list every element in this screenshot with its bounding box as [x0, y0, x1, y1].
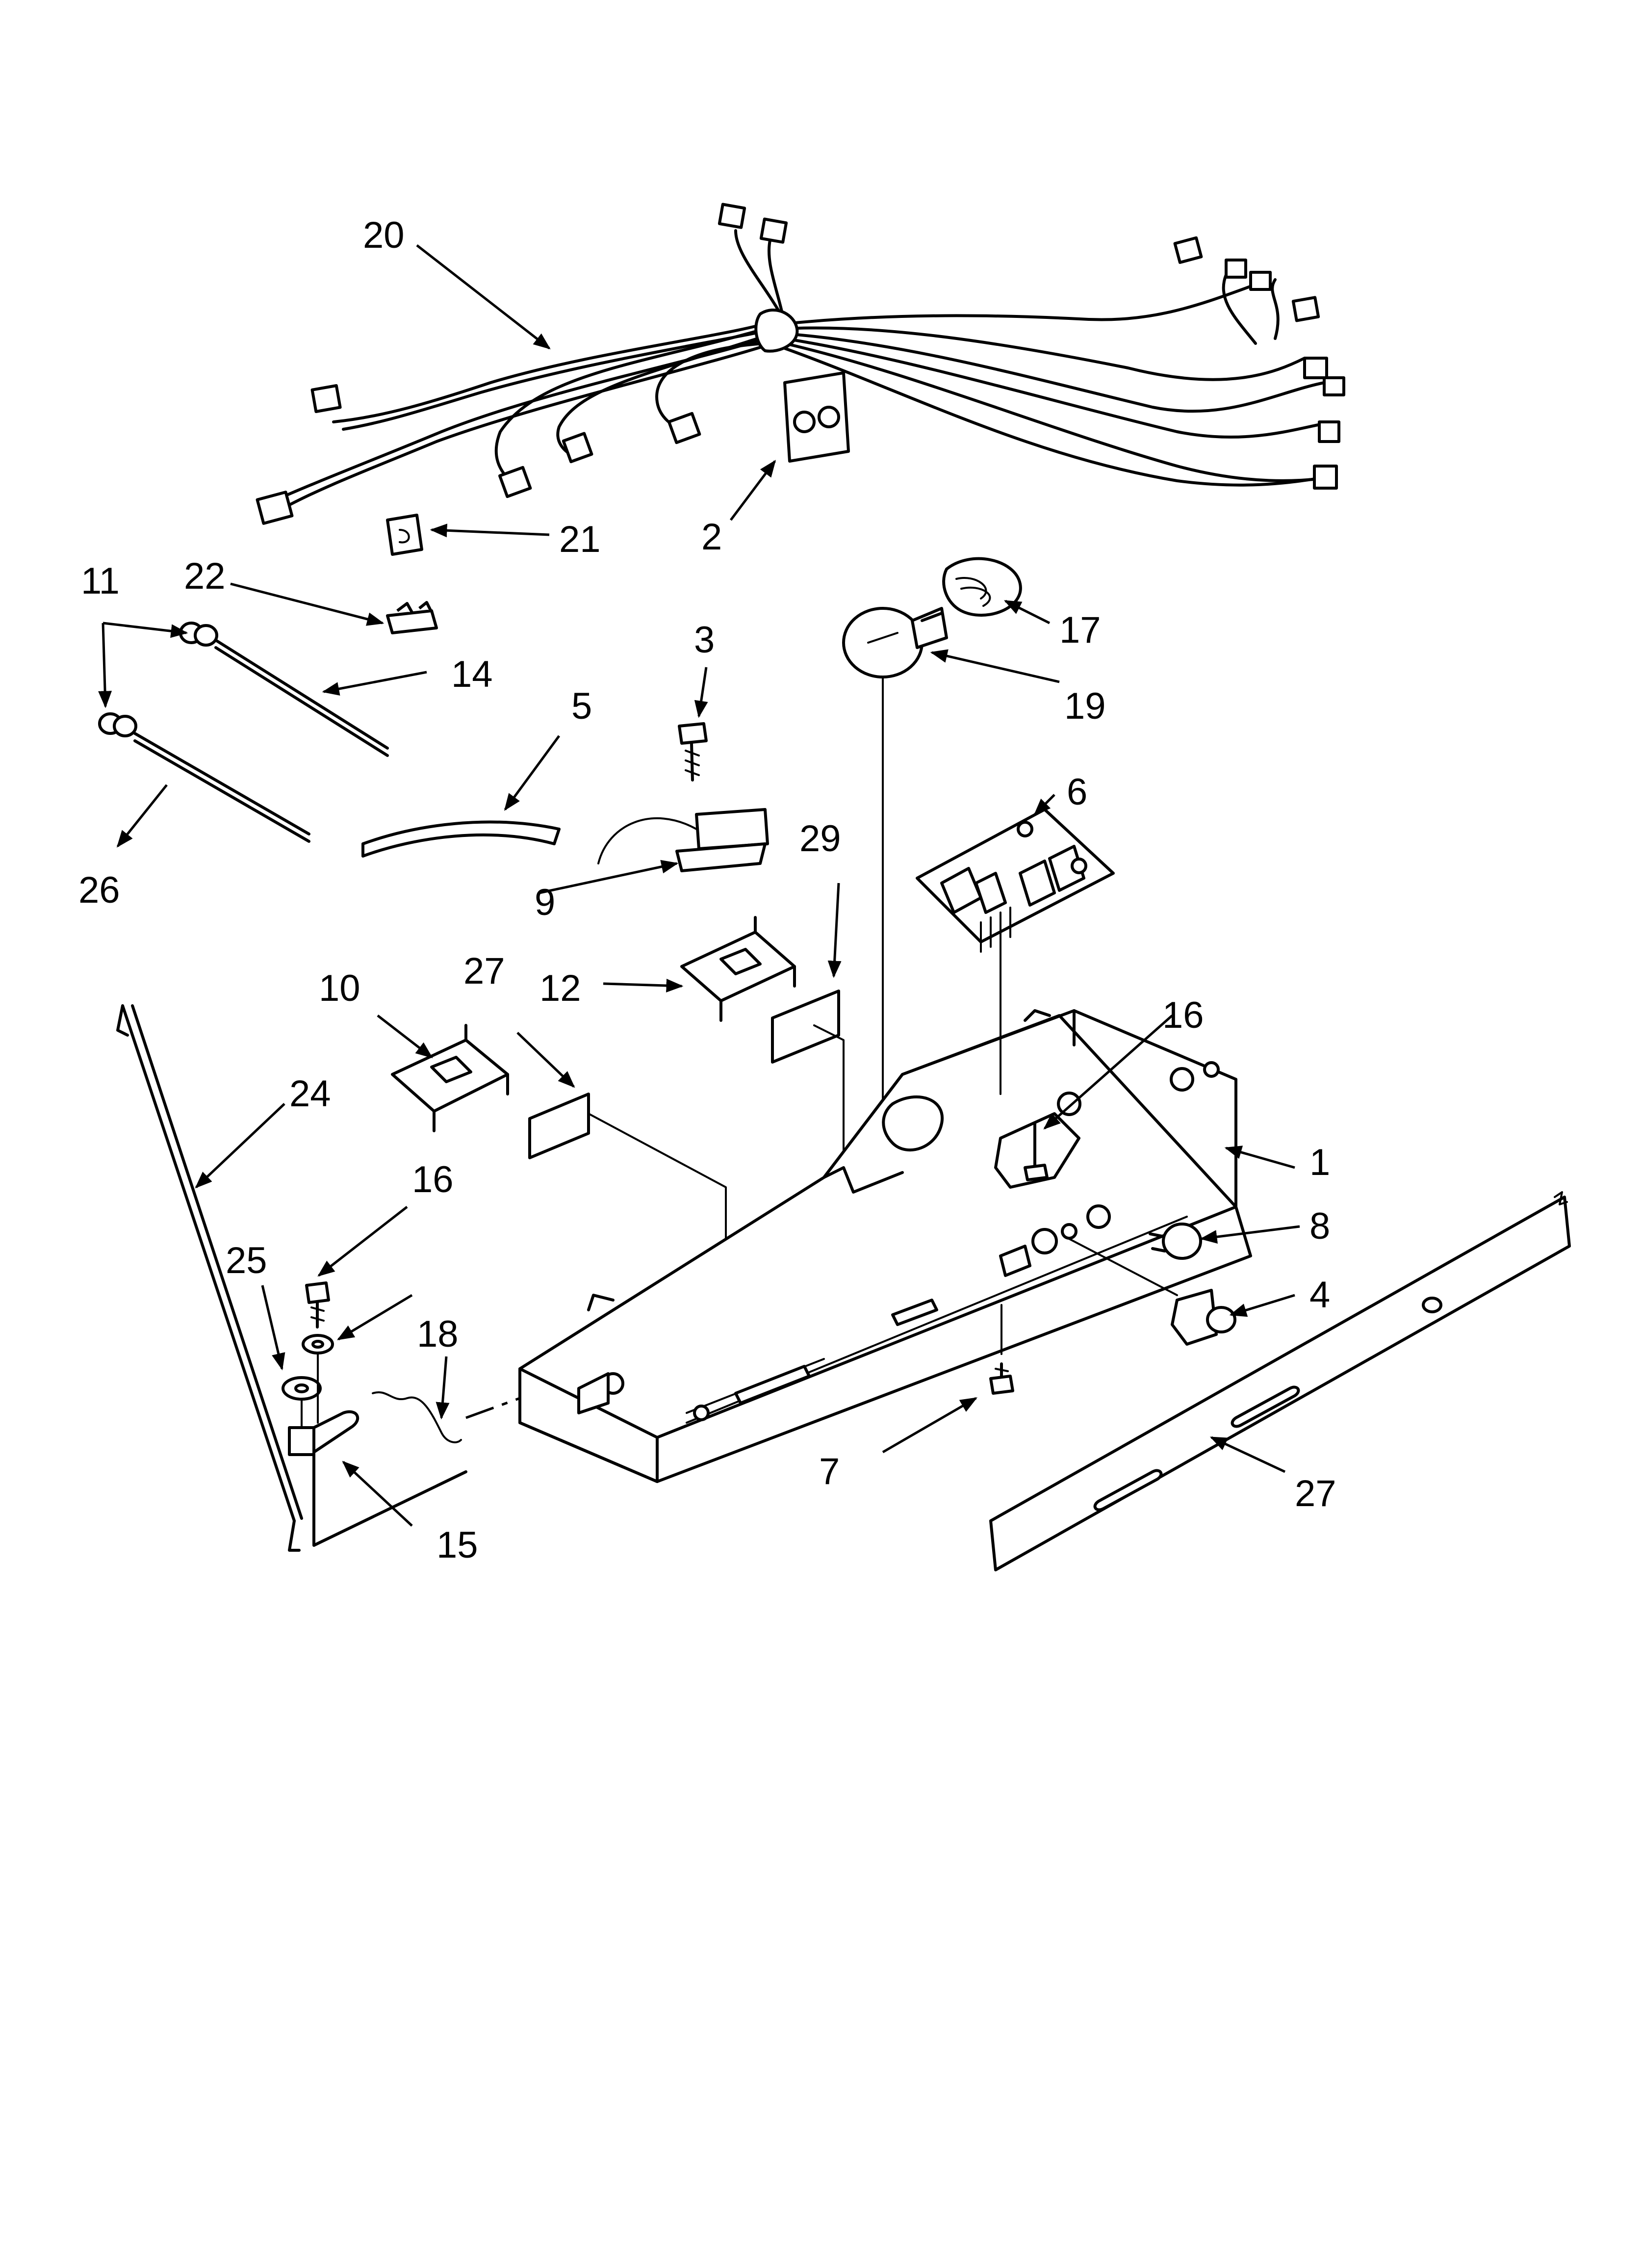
spring-wire: [372, 1391, 462, 1443]
callout-3: 3: [694, 619, 715, 661]
callout-10: 10: [319, 967, 360, 1009]
callout-26: 26: [78, 869, 120, 911]
callout-7: 7: [819, 1451, 840, 1492]
callout-16-left: 16: [412, 1159, 454, 1200]
callout-11: 11: [81, 560, 120, 602]
leader-arrows: [98, 244, 1300, 1527]
control-board: [916, 808, 1115, 953]
axis-line: [465, 1397, 520, 1419]
harness-clip: [386, 601, 438, 634]
callout-15: 15: [436, 1524, 478, 1566]
wire-harness: [256, 203, 1345, 525]
callout-17: 17: [1059, 609, 1101, 651]
callout-24: 25: [226, 1240, 267, 1281]
callout-14: 14: [451, 653, 493, 695]
callout-21: 21: [559, 519, 601, 560]
grommet-plate: [783, 371, 850, 463]
callout-18: 18: [417, 1313, 459, 1355]
bracket-12: [680, 916, 796, 1022]
callout-8: 8: [1309, 1205, 1330, 1247]
door-rod: [116, 1004, 303, 1552]
screw-7: [989, 1304, 1014, 1395]
push-button: [1149, 1223, 1202, 1260]
callout-2: 2: [701, 516, 722, 558]
callout-1: 1: [1309, 1142, 1330, 1183]
callout-4: 4: [1309, 1274, 1330, 1316]
callout-25: 27: [1295, 1473, 1336, 1514]
control-knob: [1063, 1235, 1236, 1346]
labels-27: [528, 676, 884, 1365]
callout-22: 22: [184, 555, 226, 597]
callout-5: 5: [571, 685, 592, 727]
callout-27-right: 29: [799, 818, 841, 860]
callout-19: 19: [1064, 685, 1106, 727]
screw-washer-stack: [282, 1281, 334, 1434]
hinge-bracket: [288, 1410, 467, 1547]
damper-rods: [98, 622, 389, 843]
light-bulb: [842, 607, 948, 678]
callout-27-left: 27: [463, 950, 505, 992]
drain-tube: [361, 820, 561, 858]
callout-20: 20: [363, 214, 405, 256]
trim-strip: [989, 1191, 1571, 1571]
control-housing: [518, 931, 1252, 1483]
callout-9: 9: [535, 882, 555, 923]
callout-16-right: 16: [1162, 994, 1204, 1036]
callout-6: 6: [1067, 771, 1087, 813]
wire-clip: [386, 514, 423, 556]
callout-numbers: 20 21 2 11 22 14 3 17 19 5 6 26 9 29 27 …: [78, 214, 1336, 1566]
callout-12: 12: [539, 967, 581, 1009]
callout-23: 24: [289, 1073, 331, 1115]
bracket-10: [391, 1024, 509, 1132]
screw-and-switch: [597, 722, 769, 872]
